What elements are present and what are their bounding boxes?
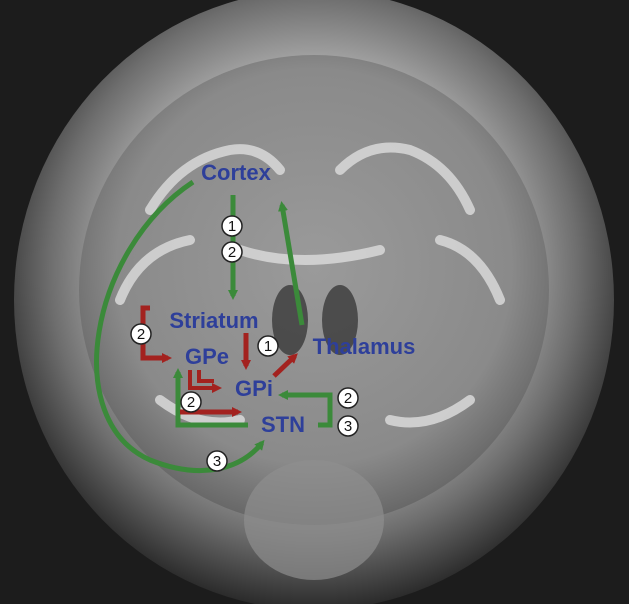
badge-striatum-gpi-1: 1	[258, 336, 278, 356]
brainstem	[244, 460, 384, 580]
badge-text: 1	[264, 338, 272, 355]
badge-text: 2	[344, 390, 352, 407]
badge-stn-gpi-2: 2	[338, 388, 358, 408]
badge-cortex-striatum-2: 2	[222, 242, 242, 262]
badge-cortex-striatum-1: 1	[222, 216, 242, 236]
badge-text: 2	[187, 394, 195, 411]
badge-text: 3	[213, 453, 221, 470]
badge-gpe-stn-2: 2	[181, 392, 201, 412]
badge-text: 2	[228, 244, 236, 261]
badge-text: 1	[228, 218, 236, 235]
badge-stn-gpi-3: 3	[338, 416, 358, 436]
node-thalamus: Thalamus	[313, 334, 416, 359]
node-gpi: GPi	[235, 376, 273, 401]
brain-mass	[79, 55, 549, 525]
node-cortex: Cortex	[201, 160, 271, 185]
badge-cortex-stn-3: 3	[207, 451, 227, 471]
node-gpe: GPe	[185, 344, 229, 369]
badge-text: 3	[344, 418, 352, 435]
node-striatum: Striatum	[169, 308, 258, 333]
badge-striatum-gpe-2: 2	[131, 324, 151, 344]
node-stn: STN	[261, 412, 305, 437]
badge-text: 2	[137, 326, 145, 343]
